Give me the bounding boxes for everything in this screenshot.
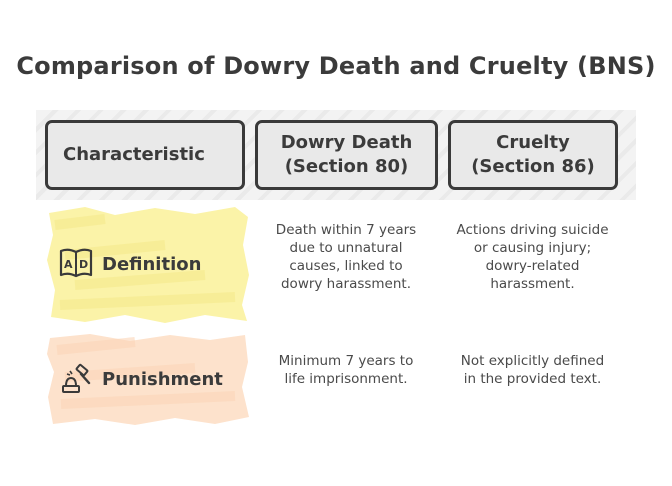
definition-dowry-death-cell: Death within 7 years due to unnatural ca… [275, 222, 417, 292]
svg-text:D: D [79, 258, 88, 271]
page-title: Comparison of Dowry Death and Cruelty (B… [16, 52, 656, 80]
book-ad-icon: A D [58, 247, 94, 281]
header-dowry-death: Dowry Death (Section 80) [255, 120, 438, 190]
punishment-dowry-death-cell: Minimum 7 years to life imprisonment. [278, 353, 414, 387]
definition-row-highlight [47, 207, 249, 323]
row-label-punishment: Punishment [58, 362, 223, 396]
punishment-cruelty-cell: Not explicitly defined in the provided t… [460, 353, 605, 387]
definition-cruelty-cell: Actions driving suicide or causing injur… [456, 222, 609, 292]
header-characteristic: Characteristic [45, 120, 245, 190]
header-dowry-death-label: Dowry Death (Section 80) [280, 132, 413, 177]
svg-text:A: A [64, 258, 73, 271]
header-cruelty: Cruelty (Section 86) [448, 120, 618, 190]
row-label-punishment-text: Punishment [102, 368, 223, 390]
gavel-icon [58, 362, 94, 396]
header-characteristic-label: Characteristic [63, 144, 205, 165]
row-label-definition-text: Definition [102, 253, 202, 275]
header-cruelty-label: Cruelty (Section 86) [471, 132, 595, 177]
row-label-definition: A D Definition [58, 247, 201, 281]
punishment-row-highlight [47, 334, 249, 425]
